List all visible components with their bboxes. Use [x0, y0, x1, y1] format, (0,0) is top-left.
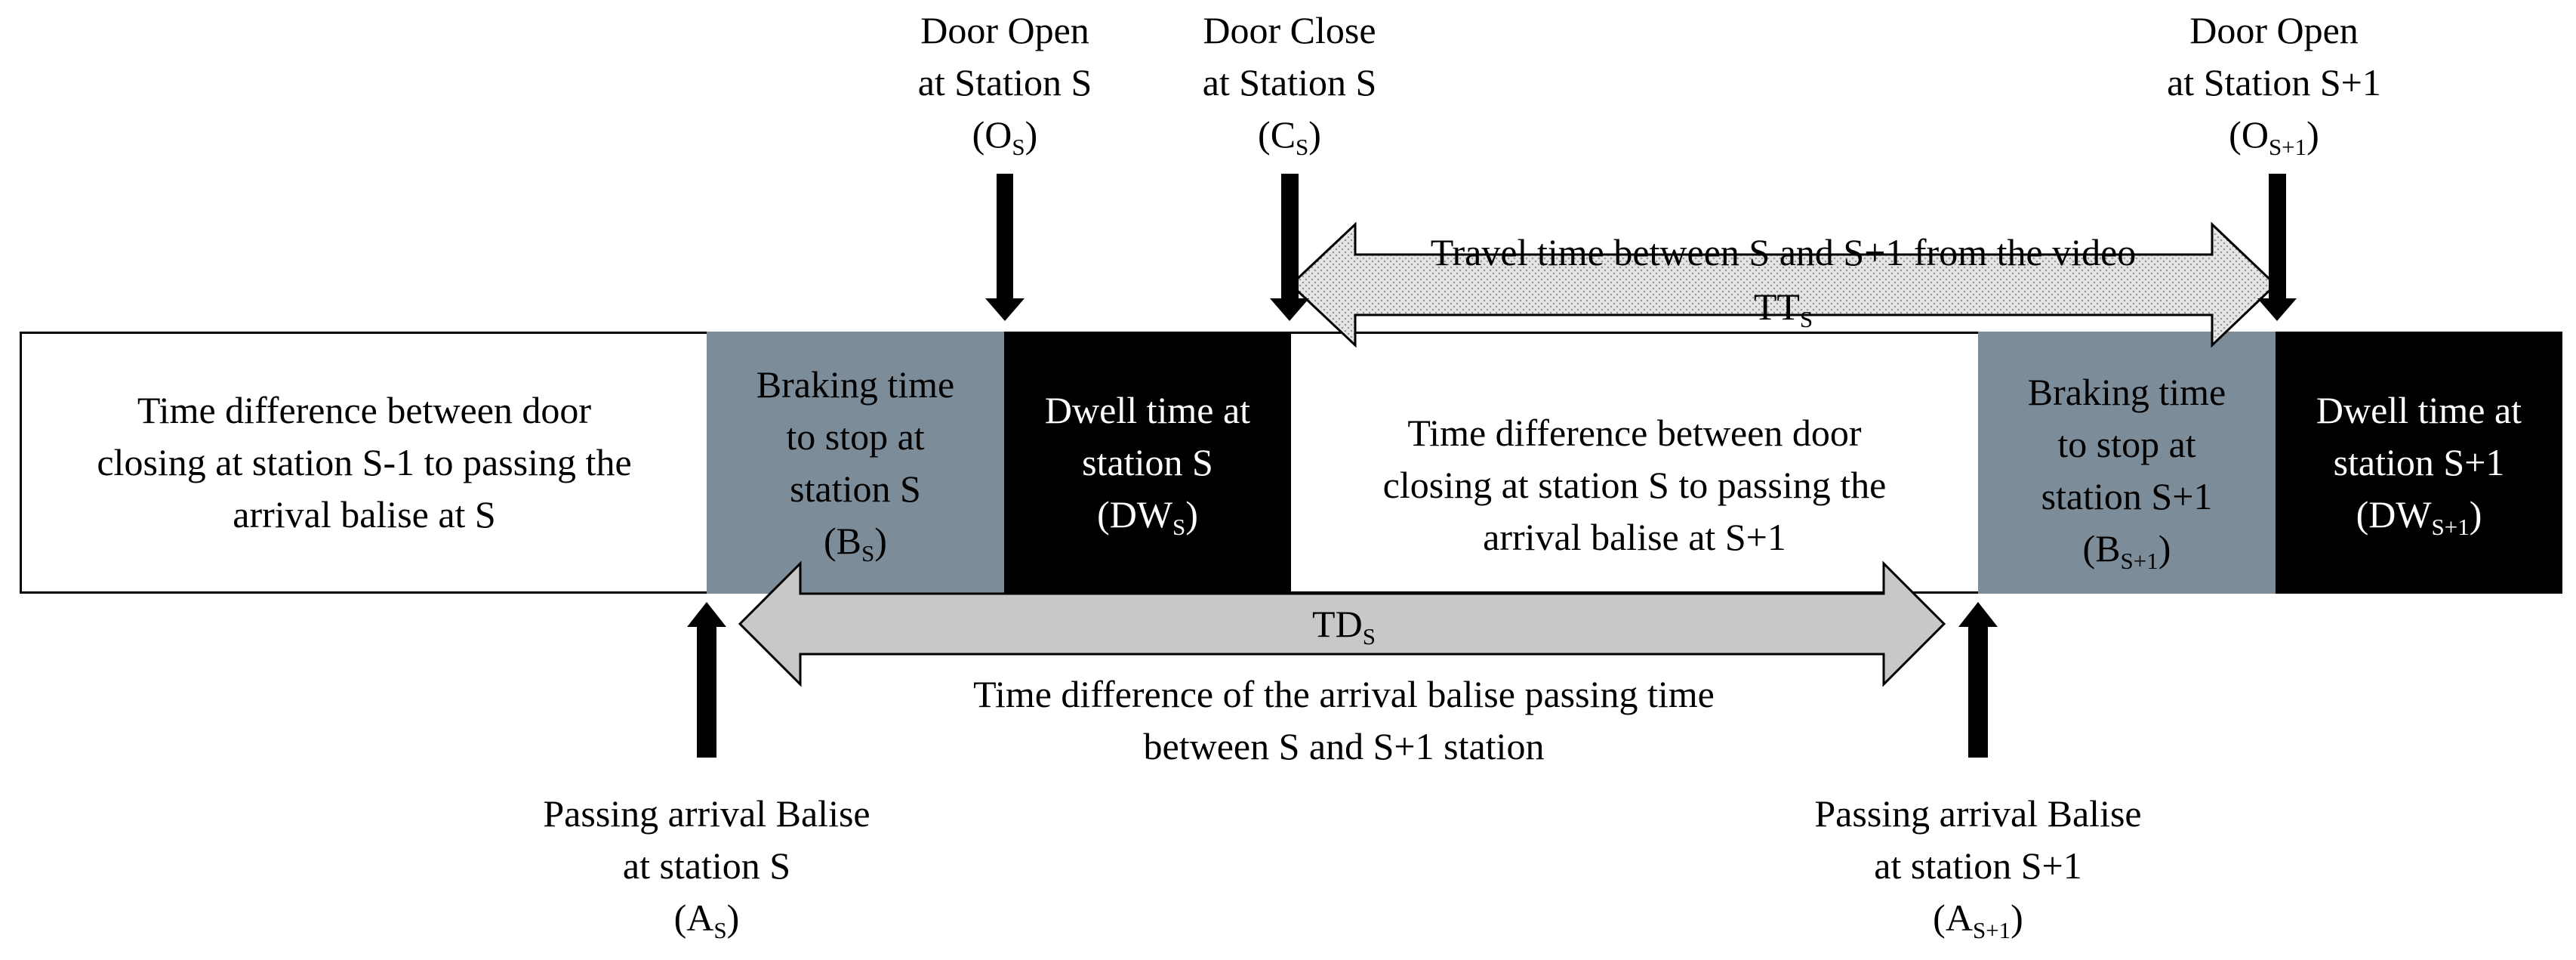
- travel-time-label: Travel time between S and S+1 from the v…: [1291, 225, 2276, 334]
- event-text: Door Close: [1203, 9, 1376, 51]
- segment-symbol: (DWS+1): [2316, 489, 2522, 541]
- segment-text: station S: [790, 467, 921, 510]
- symbol-close: ): [1025, 113, 1038, 156]
- segment-braking-s: Braking time to stop at station S (BS): [707, 332, 1004, 594]
- segment-text: station S+1: [2333, 441, 2505, 483]
- symbol-text: (B: [2082, 526, 2121, 570]
- segment-text: Dwell time at: [1044, 389, 1251, 431]
- event-door-open-s1: Door Open at Station S+1 (OS+1): [2108, 5, 2440, 161]
- event-text: at Station S: [1202, 61, 1377, 103]
- event-text: at Station S: [917, 61, 1092, 103]
- symbol-subscript: S: [1012, 134, 1025, 160]
- arrival-balise-s-arrow: [687, 602, 726, 758]
- segment-text: to stop at: [786, 415, 925, 458]
- arrival-balise-s1-arrow: [1958, 602, 1998, 758]
- travel-time-text: Travel time between S and S+1 from the v…: [1430, 231, 2137, 273]
- event-arrival-balise-s1: Passing arrival Balise at station S+1 (A…: [1752, 788, 2205, 944]
- segment-dwell-s: Dwell time at station S (DWS): [1004, 332, 1291, 594]
- symbol-subscript: S: [1799, 306, 1813, 332]
- event-text: at station S+1: [1874, 844, 2082, 887]
- symbol-subscript: S: [1296, 134, 1309, 160]
- symbol-text: (C: [1258, 113, 1296, 156]
- segment-text: station S+1: [2041, 474, 2213, 517]
- segment-text: Time difference between door: [1407, 412, 1862, 454]
- segment-text: to stop at: [2057, 422, 2196, 465]
- segment-symbol: (DWS): [1045, 489, 1250, 541]
- balise-difference-description: Time difference of the arrival balise pa…: [830, 668, 1857, 773]
- description-text: between S and S+1 station: [1143, 725, 1545, 767]
- segment-text: arrival balise at S: [233, 493, 496, 536]
- event-symbol: (OS): [854, 109, 1156, 161]
- symbol-close: ): [874, 519, 887, 562]
- segment-text: Braking time: [2027, 370, 2226, 413]
- symbol-text: (A: [1933, 897, 1973, 939]
- segment-gap-next: Time difference between door closing at …: [1291, 332, 1978, 594]
- segment-gap-prev: Time difference between door closing at …: [20, 332, 707, 594]
- symbol-subscript: S+1: [2120, 547, 2158, 574]
- symbol-text: (A: [673, 897, 714, 939]
- symbol-text: (DW: [1097, 493, 1173, 536]
- segment-text: closing at station S-1 to passing the: [97, 441, 632, 483]
- symbol-close: ): [2469, 493, 2482, 536]
- event-text: at station S: [622, 844, 791, 887]
- td-symbol-label: TDS: [1042, 598, 1646, 650]
- description-text: Time difference of the arrival balise pa…: [973, 673, 1715, 715]
- event-arrival-balise-s: Passing arrival Balise at station S (AS): [480, 788, 933, 944]
- symbol-subscript: S: [861, 539, 875, 566]
- symbol-text: (O: [2229, 113, 2269, 156]
- segment-symbol: (BS+1): [2028, 523, 2226, 575]
- symbol-close: ): [726, 897, 740, 939]
- segment-text: station S: [1082, 441, 1213, 483]
- symbol-subscript: S+1: [2268, 134, 2307, 160]
- event-door-close-s: Door Close at Station S (CS): [1139, 5, 1441, 161]
- segment-text: Braking time: [756, 363, 955, 406]
- event-symbol: (AS+1): [1752, 892, 2205, 944]
- event-door-open-s: Door Open at Station S (OS): [854, 5, 1156, 161]
- symbol-subscript: S: [1362, 623, 1376, 650]
- symbol-text: (B: [824, 519, 862, 562]
- td-symbol: TDS: [1042, 598, 1646, 650]
- symbol-close: ): [1185, 493, 1198, 536]
- door-open-s-arrow: [985, 174, 1025, 321]
- symbol-text: TD: [1312, 603, 1363, 645]
- door-open-s1-arrow: [2257, 174, 2297, 321]
- segment-text: closing at station S to passing the: [1382, 464, 1887, 506]
- event-symbol: (OS+1): [2108, 109, 2440, 161]
- event-symbol: (AS): [480, 892, 933, 944]
- event-text: at Station S+1: [2167, 61, 2381, 103]
- symbol-subscript: S+1: [1972, 917, 2011, 943]
- segment-text: Time difference between door: [137, 389, 592, 431]
- segment-dwell-s1: Dwell time at station S+1 (DWS+1): [2276, 332, 2562, 594]
- segment-braking-s1: Braking time to stop at station S+1 (BS+…: [1978, 332, 2276, 594]
- symbol-subscript: S: [1172, 514, 1186, 540]
- symbol-text: (DW: [2356, 493, 2432, 536]
- event-text: Passing arrival Balise: [1814, 792, 2142, 835]
- symbol-subscript: S: [713, 917, 727, 943]
- symbol-close: ): [2306, 113, 2319, 156]
- event-text: Door Open: [920, 9, 1089, 51]
- segment-text: Dwell time at: [2316, 389, 2522, 431]
- balise-difference-arrow: [738, 560, 1946, 687]
- event-text: Passing arrival Balise: [543, 792, 870, 835]
- symbol-close: ): [1308, 113, 1321, 156]
- symbol-text: TT: [1753, 286, 1800, 328]
- event-text: Door Open: [2189, 9, 2359, 51]
- segment-text: arrival balise at S+1: [1483, 516, 1786, 558]
- symbol-close: ): [2158, 526, 2171, 570]
- symbol-text: (O: [972, 113, 1012, 156]
- symbol-subscript: S+1: [2431, 514, 2470, 540]
- travel-time-symbol: TTS: [1291, 279, 2276, 334]
- segment-symbol: (BS): [756, 515, 954, 567]
- event-symbol: (CS): [1139, 109, 1441, 161]
- door-close-s-arrow: [1270, 174, 1309, 321]
- symbol-close: ): [2011, 897, 2023, 939]
